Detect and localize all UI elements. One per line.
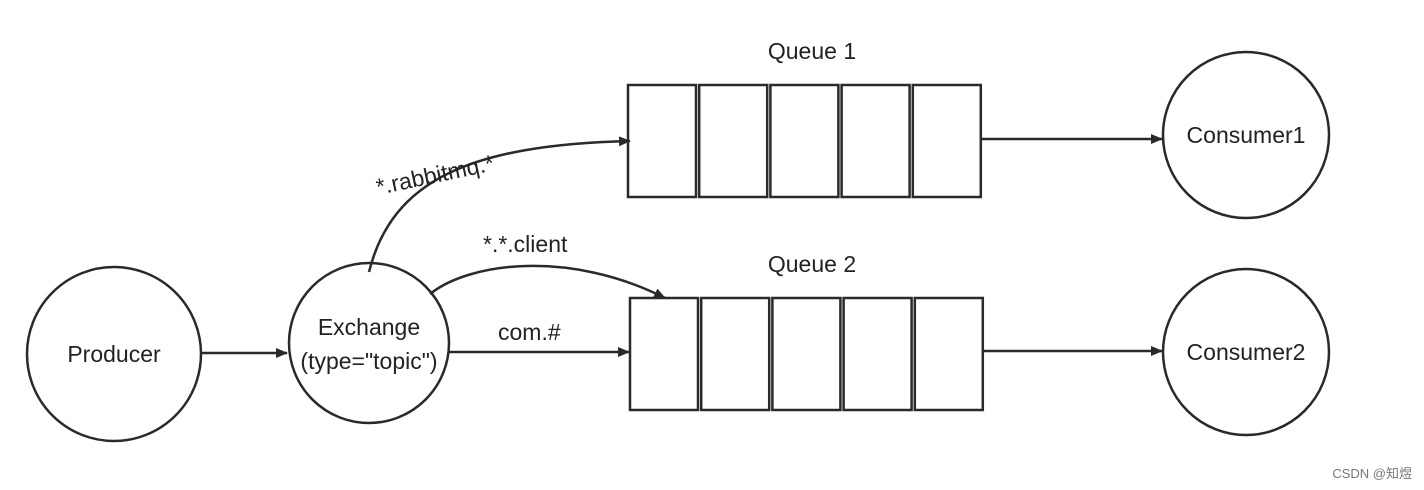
exchange-label: Exchange <box>318 314 420 340</box>
producer-node: Producer <box>25 265 203 443</box>
exchange-node: Exchange (type="topic") <box>287 261 451 425</box>
queue2-cell <box>913 296 985 412</box>
queue2-cell <box>628 296 700 412</box>
consumer1-node: Consumer1 <box>1161 50 1331 220</box>
client-binding-label: *.*.client <box>483 231 568 257</box>
queue1-cell <box>840 83 911 199</box>
producer-label: Producer <box>67 341 161 367</box>
consumer2-label: Consumer2 <box>1187 339 1306 365</box>
queue2-cell <box>771 296 842 412</box>
queue2 <box>628 296 985 412</box>
queue1-cell <box>626 83 698 199</box>
watermark: CSDN @知煜 <box>1332 466 1412 481</box>
queue1 <box>626 83 983 199</box>
queue2-cell <box>842 296 913 412</box>
exchange-type-label: (type="topic") <box>300 348 437 374</box>
com-binding-label: com.# <box>498 319 561 345</box>
rabbitmq-binding-arrow <box>367 136 631 273</box>
consumer2-node: Consumer2 <box>1161 267 1331 437</box>
queue1-cell <box>769 83 840 199</box>
queue1-cell <box>911 83 983 199</box>
consumer1-label: Consumer1 <box>1187 122 1306 148</box>
queue2-title: Queue 2 <box>768 251 856 277</box>
rabbitmq-binding-label: *.rabbitmq.* <box>374 149 497 199</box>
client-binding-arrow <box>429 264 666 300</box>
queue1-cell <box>697 83 769 199</box>
queue1-title: Queue 1 <box>768 38 856 64</box>
queue2-cell <box>699 296 771 412</box>
